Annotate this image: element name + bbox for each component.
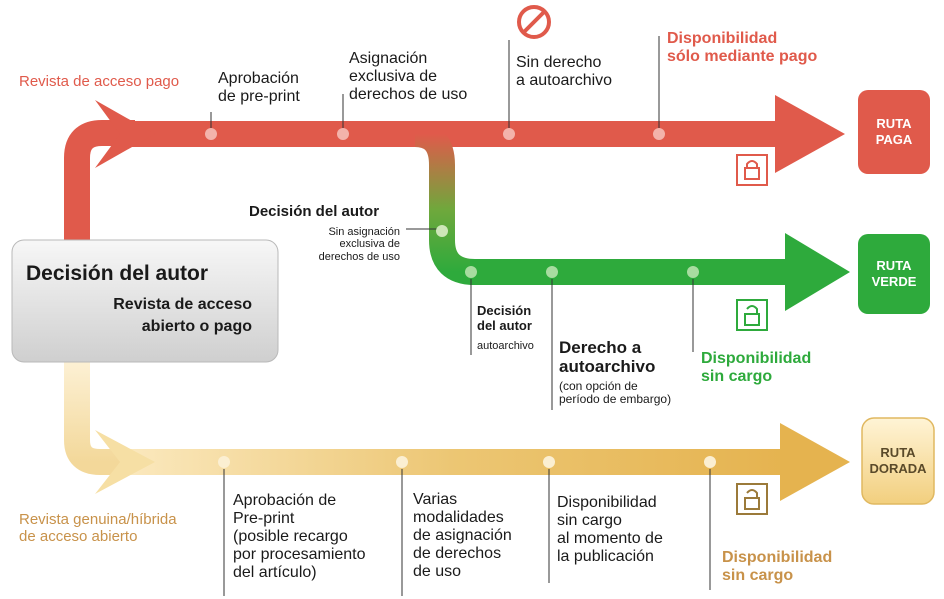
green-path-bar	[470, 259, 790, 285]
paid-journal-label: Revista de acceso pago	[19, 73, 180, 90]
green-step1-note: autoarchivo	[477, 340, 534, 352]
gold-step4: Disponibilidad sin cargo	[722, 549, 833, 584]
green-step-dot	[465, 266, 477, 278]
red-connector	[64, 120, 135, 240]
gold-step-dot	[543, 456, 555, 468]
gold-step-dot	[704, 456, 716, 468]
center-box-line1: Revista de acceso	[113, 296, 252, 313]
route-green: RUTA VERDE	[871, 257, 917, 289]
green-decision-dot	[436, 225, 448, 237]
route-gold: RUTA DORADA	[869, 444, 927, 476]
red-path-bar	[130, 121, 780, 147]
red-step-dot	[653, 128, 665, 140]
gold-entry-chevron	[95, 430, 155, 494]
green-step-dot	[546, 266, 558, 278]
paid-step4: Disponibilidad sólo mediante pago	[667, 30, 818, 65]
green-step3: Disponibilidad sin cargo	[701, 350, 812, 385]
lock-open-icon	[736, 483, 768, 515]
paid-step1: Aprobación de pre-print	[218, 70, 300, 105]
lock-open-icon	[736, 299, 768, 331]
gold-step-dot	[396, 456, 408, 468]
red-step-dot	[205, 128, 217, 140]
red-green-bend	[414, 121, 500, 285]
gold-step2: Varias modalidades de asignación de dere…	[413, 491, 512, 580]
green-decision-note: Sin asignación exclusiva de derechos de …	[318, 226, 400, 263]
gold-step3: Disponibilidad sin cargo al momento de l…	[557, 494, 663, 565]
paid-step2: Asignación exclusiva de derechos de uso	[349, 50, 468, 103]
route-paid: RUTA PAGA	[875, 115, 913, 147]
route-gold-box	[861, 417, 935, 505]
green-step2-title: Derecho a autoarchivo	[559, 338, 656, 377]
gold-step-dot	[218, 456, 230, 468]
paid-step3: Sin derecho a autoarchivo	[516, 54, 613, 89]
gold-step1: Aprobación de Pre-print (posible recargo…	[233, 492, 366, 581]
red-step-dot	[503, 128, 515, 140]
green-path-arrowhead	[785, 233, 850, 311]
center-box	[11, 239, 279, 363]
gold-connector	[64, 355, 140, 475]
green-decision-title: Decisión del autor	[249, 203, 380, 220]
green-step2-note: (con opción de período de embargo)	[559, 379, 672, 407]
gold-path-bar	[120, 449, 790, 475]
red-step-dot	[337, 128, 349, 140]
green-step1-title: Decisión del autor	[477, 303, 532, 333]
route-paid-box	[858, 90, 930, 174]
center-box-title: Decisión del autor	[26, 262, 209, 285]
lock-closed-icon	[736, 154, 768, 186]
gold-journal-label: Revista genuina/híbrida de acceso abiert…	[19, 511, 177, 545]
center-box-line2: abierto o pago	[141, 318, 252, 335]
red-path-arrowhead	[775, 95, 845, 173]
green-step-dot	[687, 266, 699, 278]
center-box-text: Decisión del autor Revista de acceso abi…	[26, 262, 252, 336]
no-entry-icon	[517, 5, 551, 39]
route-green-box	[858, 234, 930, 314]
red-entry-chevron	[95, 100, 155, 168]
gold-path-arrowhead	[780, 423, 850, 501]
